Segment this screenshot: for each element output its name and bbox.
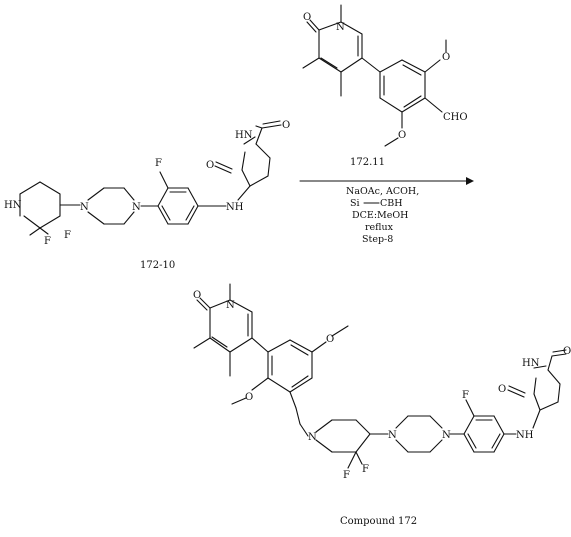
conditions-line-3: DCE:MeOH xyxy=(352,210,408,221)
atom-O: O xyxy=(563,346,571,357)
atom-label-cho: CHO xyxy=(443,112,468,123)
reaction-conditions: NaOAc, ACOH, Si CBH DCE:MeOH reflux Step… xyxy=(346,186,419,245)
atom-N: N xyxy=(308,432,317,443)
conditions-line-5: Step-8 xyxy=(362,234,393,245)
atom-F: F xyxy=(343,470,350,481)
starting-material-structure: HN N N F F F NH HN O O 172-10 xyxy=(4,120,290,271)
atom-O: O xyxy=(245,392,253,403)
atom-label-hn: HN xyxy=(522,358,540,369)
product-structure: O N O O N N N F F F NH HN O O Compound 1… xyxy=(193,283,571,527)
starting-material-label: 172-10 xyxy=(140,260,175,271)
atom-N: N xyxy=(388,430,397,441)
atom-F: F xyxy=(155,158,162,169)
atom-F: F xyxy=(64,230,71,241)
conditions-cbh: CBH xyxy=(380,198,403,209)
atom-N: N xyxy=(132,202,141,213)
product-label: Compound 172 xyxy=(340,516,417,527)
atom-O: O xyxy=(206,160,214,171)
conditions-si: Si xyxy=(350,198,360,209)
conditions-line-1: NaOAc, ACOH, xyxy=(346,186,419,197)
atom-O: O xyxy=(282,120,290,131)
atom-N: N xyxy=(226,300,235,311)
atom-O: O xyxy=(193,290,201,301)
atom-O: O xyxy=(498,384,506,395)
atom-N: N xyxy=(80,202,89,213)
atom-label-nh: NH xyxy=(226,202,244,213)
reagent-structure: O N O CHO O 172.11 xyxy=(302,4,468,168)
atom-F: F xyxy=(462,390,469,401)
atom-F: F xyxy=(362,464,369,475)
atom-O: O xyxy=(326,334,334,345)
atom-O: O xyxy=(303,12,311,23)
reagent-label: 172.11 xyxy=(350,157,385,168)
atom-N: N xyxy=(442,430,451,441)
atom-label-nh: NH xyxy=(516,430,534,441)
atom-O: O xyxy=(442,52,450,63)
atom-F: F xyxy=(44,236,51,247)
atom-label-hn: HN xyxy=(235,130,253,141)
atom-O: O xyxy=(398,130,406,141)
conditions-line-4: reflux xyxy=(365,222,394,233)
reaction-arrow xyxy=(299,177,474,185)
atom-label-hn: HN xyxy=(4,200,22,211)
atom-N: N xyxy=(336,22,345,33)
